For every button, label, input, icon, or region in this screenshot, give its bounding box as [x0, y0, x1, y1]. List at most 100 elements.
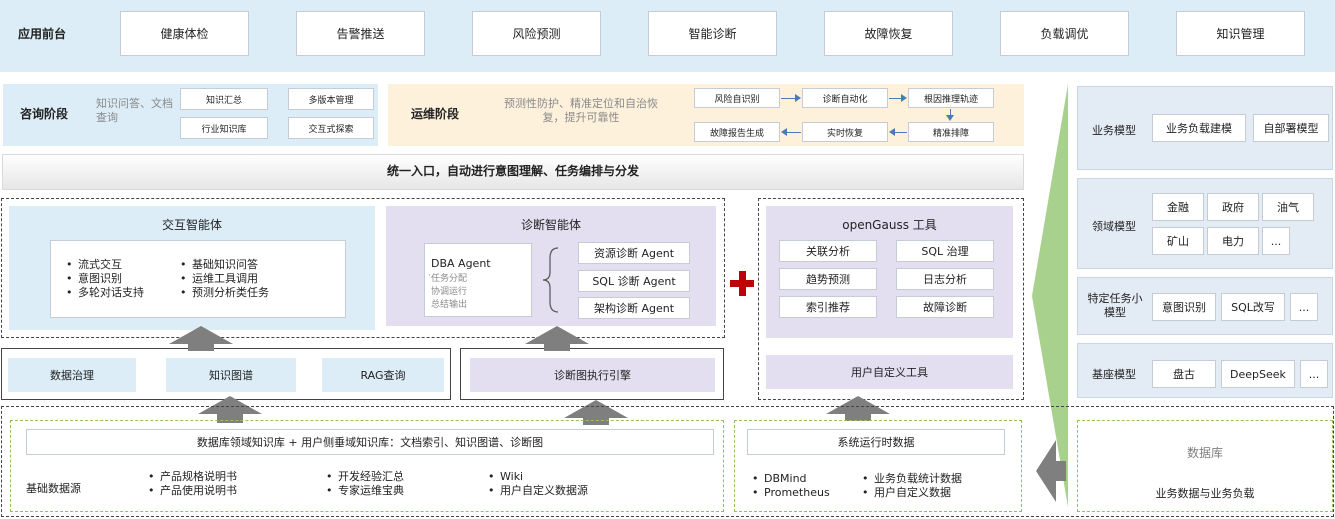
flow-arrow-down-icon	[946, 115, 954, 121]
tag-industry-kb[interactable]: 行业知识库	[180, 117, 268, 139]
diag-graph-engine[interactable]: 诊断图执行引擎	[470, 358, 715, 392]
app-item-risk-prediction[interactable]: 风险预测	[472, 11, 601, 56]
app-item-health-check[interactable]: 健康体检	[120, 11, 249, 56]
task-intent[interactable]: 意图识别	[1152, 293, 1216, 321]
tool-correlation[interactable]: 关联分析	[779, 240, 877, 262]
list-item: 多轮对话支持	[64, 286, 144, 300]
list-item: Prometheus	[750, 486, 830, 500]
flow-arrow-left-icon	[889, 128, 895, 136]
list-item: 基础知识问答	[178, 258, 269, 272]
base-more[interactable]: ...	[1300, 360, 1328, 388]
knowledge-col-1: 产品规格说明书 产品使用说明书	[146, 470, 237, 498]
app-item-load-tuning[interactable]: 负载调优	[1000, 11, 1129, 56]
unified-entry-bar	[2, 154, 1024, 190]
diag-engine-container	[460, 348, 724, 400]
flow-fault-report[interactable]: 故障报告生成	[694, 122, 780, 142]
flow-root-cause[interactable]: 根因推理轨迹	[908, 88, 994, 108]
up-arrow-icon	[169, 326, 233, 344]
app-item-knowledge-mgmt[interactable]: 知识管理	[1176, 11, 1305, 56]
domain-model-label: 领域模型	[1092, 220, 1136, 233]
tool-trend-predict[interactable]: 趋势预测	[779, 268, 877, 290]
self-deployed-model[interactable]: 自部署模型	[1253, 114, 1329, 142]
tool-index-recommend[interactable]: 索引推荐	[779, 296, 877, 318]
list-item: 用户自定义数据源	[486, 484, 588, 498]
flow-risk-identify[interactable]: 风险自识别	[694, 88, 780, 108]
up-arrow-icon	[525, 326, 589, 344]
tool-fault-diagnosis[interactable]: 故障诊断	[896, 296, 994, 318]
unified-entry-text: 统一入口，自动进行意图理解、任务编排与分发	[386, 164, 639, 178]
tools-container	[758, 198, 1024, 400]
runtime-data-header: 系统运行时数据	[747, 429, 1005, 455]
flow-arrow-line	[889, 98, 902, 99]
domain-oil-gas[interactable]: 油气	[1262, 193, 1314, 221]
domain-government[interactable]: 政府	[1207, 193, 1259, 221]
plus-icon-vertical	[739, 271, 746, 296]
list-item: 意图识别	[64, 272, 144, 286]
flow-precise-fix[interactable]: 精准排障	[908, 122, 994, 142]
business-load-modeling[interactable]: 业务负载建模	[1152, 114, 1246, 142]
up-arrow-stem	[544, 343, 570, 351]
knowledge-base-panel	[10, 420, 724, 512]
up-arrow-stem	[217, 413, 243, 423]
up-arrow-icon	[564, 400, 628, 418]
task-sql-rewrite[interactable]: SQL改写	[1221, 293, 1285, 321]
domain-finance[interactable]: 金融	[1152, 193, 1204, 221]
base-model-label: 基座模型	[1092, 368, 1136, 381]
dba-agent-item: 任务分配	[431, 274, 468, 284]
app-layer-title: 应用前台	[18, 27, 67, 41]
ops-stage-title: 运维阶段	[411, 107, 460, 121]
flow-arrow-left-icon	[781, 128, 787, 136]
knowledge-base-header: 数据库领域知识库 + 用户侧垂域知识库：文档索引、知识图谱、诊断图	[26, 429, 714, 455]
knowledge-graph[interactable]: 知识图谱	[166, 358, 296, 392]
interactive-agent-list-right: 基础知识问答 运维工具调用 预测分析类任务	[178, 258, 269, 300]
domain-mining[interactable]: 矿山	[1152, 227, 1204, 255]
flow-diag-auto[interactable]: 诊断自动化	[802, 88, 888, 108]
list-item: 流式交互	[64, 258, 144, 272]
dba-agent-item: 总结输出	[431, 300, 468, 310]
list-item: Wiki	[486, 470, 588, 484]
base-deepseek[interactable]: DeepSeek	[1221, 360, 1295, 388]
runtime-data-panel	[734, 420, 1022, 512]
list-item: 业务负载统计数据	[860, 472, 962, 486]
consult-stage-title: 咨询阶段	[20, 107, 69, 121]
app-item-fault-recovery[interactable]: 故障恢复	[824, 11, 953, 56]
knowledge-col-2: 开发经验汇总 专家运维宝典	[324, 470, 404, 498]
tag-interactive-explore[interactable]: 交互式探索	[288, 117, 374, 139]
domain-more[interactable]: ...	[1262, 227, 1290, 255]
dba-agent-item: 协调运行	[431, 287, 468, 297]
dba-agent-title: DBA Agent	[431, 257, 491, 270]
flow-arrow-right-icon	[901, 94, 907, 102]
dba-bullet-icon: ·	[428, 271, 431, 281]
task-more[interactable]: ...	[1290, 293, 1318, 321]
app-item-smart-diagnosis[interactable]: 智能诊断	[648, 11, 777, 56]
tag-knowledge-summary[interactable]: 知识汇总	[180, 88, 268, 110]
list-item: 开发经验汇总	[324, 470, 404, 484]
sql-diag-agent[interactable]: SQL 诊断 Agent	[578, 270, 690, 292]
rag-query[interactable]: RAG查询	[322, 358, 444, 392]
app-item-alarm-push[interactable]: 告警推送	[296, 11, 425, 56]
list-item: 用户自定义数据	[860, 486, 962, 500]
flow-realtime-recover[interactable]: 实时恢复	[802, 122, 888, 142]
knowledge-col-3: Wiki 用户自定义数据源	[486, 470, 588, 498]
list-item: 预测分析类任务	[178, 286, 269, 300]
arch-diag-agent[interactable]: 架构诊断 Agent	[578, 297, 690, 319]
resource-diag-agent[interactable]: 资源诊断 Agent	[578, 242, 690, 264]
database-panel	[1077, 420, 1333, 512]
ops-stage-desc: 预测性防护、精准定位和自治恢复，提升可靠性	[504, 97, 658, 124]
flow-arrow-right-icon	[795, 94, 801, 102]
custom-tools[interactable]: 用户自定义工具	[766, 355, 1013, 389]
data-governance[interactable]: 数据治理	[8, 358, 136, 392]
flow-arrow-line	[787, 132, 801, 133]
tool-sql-governance[interactable]: SQL 治理	[896, 240, 994, 262]
domain-power[interactable]: 电力	[1207, 227, 1259, 255]
tool-log-analysis[interactable]: 日志分析	[896, 268, 994, 290]
list-item: 产品使用说明书	[146, 484, 237, 498]
basic-source-label: 基础数据源	[26, 482, 81, 495]
task-model-label: 特定任务小模型	[1087, 292, 1143, 319]
opengauss-tools-title: openGauss 工具	[842, 218, 937, 232]
list-item: 专家运维宝典	[324, 484, 404, 498]
flow-arrow-line	[895, 132, 907, 133]
green-triangle-icon	[1032, 84, 1068, 507]
base-pangu[interactable]: 盘古	[1152, 360, 1216, 388]
tag-multi-version[interactable]: 多版本管理	[288, 88, 374, 110]
